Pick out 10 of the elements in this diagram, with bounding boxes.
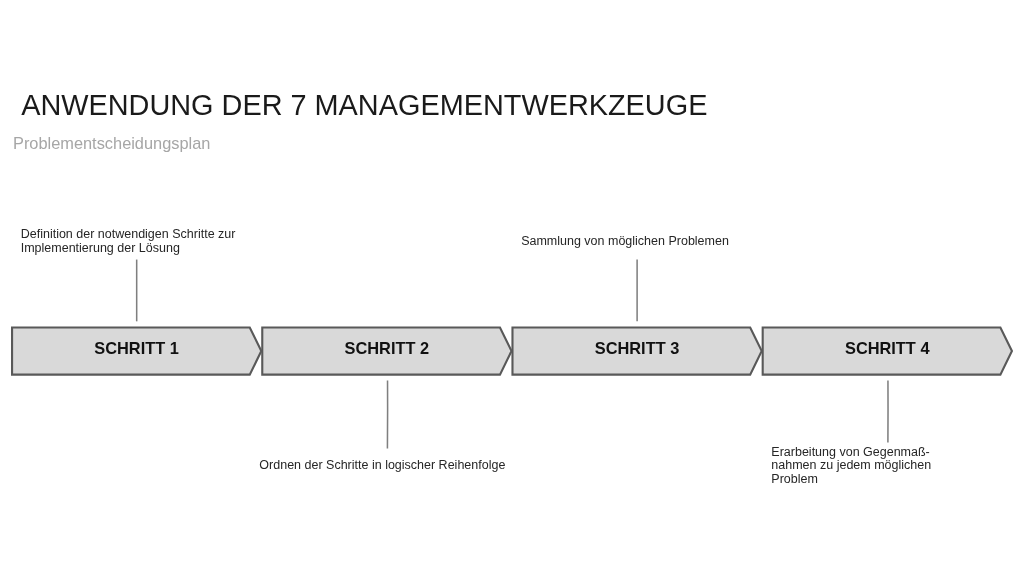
connector bbox=[135, 258, 138, 322]
connector bbox=[386, 379, 389, 449]
node-text: Definition der notwendigen Schritte zur Implementierung der Lösung bbox=[20, 226, 236, 255]
diagram-title: ANWENDUNG DER 7 MANAGEMENTWERKZEUGE bbox=[21, 88, 708, 121]
label: Problementscheidungsplan bbox=[13, 133, 211, 152]
node-text: Ordnen der Schritte in logischer Reihenfolge bbox=[259, 457, 506, 472]
connector bbox=[636, 258, 638, 322]
connector bbox=[887, 379, 889, 443]
node-text: Erarbeitung von Gegenmaß- nahmen zu jedem möglichen Problem bbox=[771, 444, 932, 486]
node-text: Sammlung von möglichen Problemen bbox=[521, 233, 729, 248]
